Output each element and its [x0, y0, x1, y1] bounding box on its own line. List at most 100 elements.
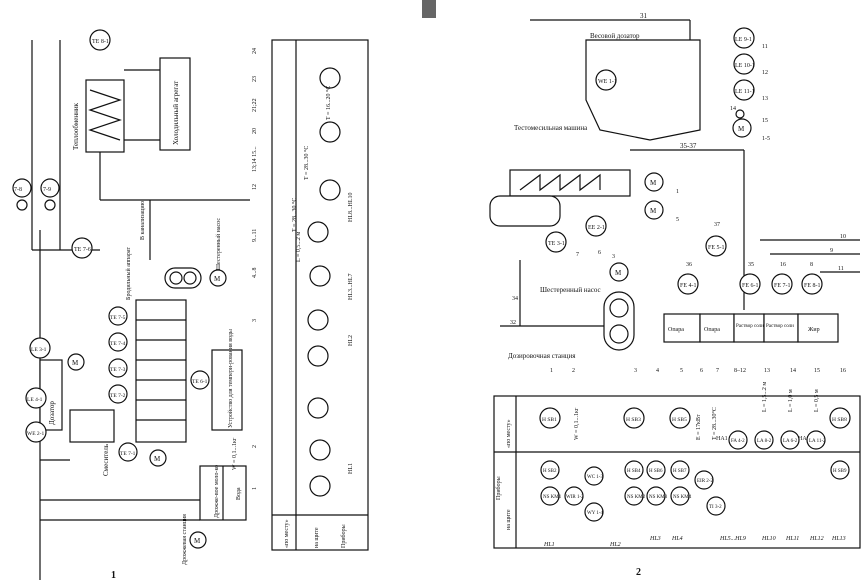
ee-2-1-circle [585, 215, 607, 237]
fe-7-1-label: FE 7-1 [774, 283, 791, 289]
le-11-1-circle [733, 79, 755, 101]
svg-text:9: 9 [830, 248, 833, 254]
kneader-trough [489, 195, 561, 227]
svg-text:15: 15 [762, 118, 768, 124]
fig2-l3-range: L = 0,5 м [814, 389, 820, 412]
kneading-machine-label: Тестомесильная машина [514, 124, 588, 132]
te-7-3-circle [108, 358, 128, 378]
mixer-motor [149, 449, 167, 467]
fig1-instruments-label: Приборы [340, 524, 347, 548]
svg-text:14: 14 [730, 106, 736, 112]
fig2-local-devices: H SB1 H SB3 H SB5 H SB8 [539, 407, 851, 429]
water-label: Вода [236, 487, 242, 500]
te-7-4-label: TE 7-4 [110, 341, 126, 347]
svg-text:HL1: HL1 [543, 542, 555, 548]
to-sewer-label: В канализацию [140, 200, 146, 240]
svg-text:M: M [650, 207, 657, 215]
svg-text:M: M [194, 537, 201, 545]
fig2-l2-range: L = 1,0 м [788, 389, 794, 412]
tempering-label: Устройство для темпери-рования воды [227, 329, 234, 428]
fermentation-apparatus [135, 299, 187, 443]
fig1-local-label: «по месту» [284, 519, 290, 548]
fig2-local-label: «по месту» [506, 419, 512, 448]
te-7-6-label: TE 7-6 [74, 247, 91, 253]
svg-text:8: 8 [810, 262, 813, 268]
svg-text:HL3: HL3 [649, 536, 661, 542]
svg-text:WC 1-3: WC 1-3 [587, 475, 603, 480]
sensor-21 [16, 199, 28, 211]
yeast-station-motor [189, 531, 207, 549]
we-2-1-label: WE 2-1 [27, 431, 45, 437]
tank-fat [797, 313, 839, 343]
svg-text:HL2: HL2 [348, 335, 354, 346]
fig1-w-range: W = 0,1...1кг [232, 437, 238, 470]
svg-text:NS KM3: NS KM3 [649, 495, 668, 500]
weight-dosator-label: Весовой дозатор [590, 32, 640, 40]
te-8-1-circle [89, 29, 111, 51]
fig1-hl-labels: HL8...HL10 HL3...HL7 HL2 HL1 [348, 193, 354, 475]
svg-text:16: 16 [780, 262, 786, 268]
gear-pump-2 [603, 291, 635, 351]
svg-text:M: M [214, 275, 221, 283]
svg-text:4...8: 4...8 [252, 268, 258, 279]
fig1-panel-label: на щите [314, 527, 320, 548]
svg-text:13;14 15...: 13;14 15... [252, 146, 258, 172]
le-9-1-label: LE 9-1 [735, 37, 752, 43]
svg-text:37: 37 [714, 222, 720, 228]
gear-pump [164, 267, 202, 289]
svg-text:1: 1 [550, 368, 553, 374]
svg-text:15: 15 [814, 368, 820, 374]
te-3-1-circle [545, 231, 567, 253]
te-7-2-label: TE 7-2 [110, 393, 126, 399]
svg-text:6: 6 [700, 368, 703, 374]
cooling-unit-label: Холодильный агрегат [172, 81, 180, 145]
flow-35-37: 35-37 [680, 142, 697, 150]
svg-text:HL10: HL10 [761, 536, 776, 542]
pump-motor [209, 269, 227, 287]
ferm-label: Бродильный аппарат [125, 247, 132, 300]
svg-text:H SB9: H SB9 [833, 469, 847, 474]
tag-7-9 [40, 178, 60, 198]
svg-text:7: 7 [716, 368, 719, 374]
svg-text:H SB7: H SB7 [673, 469, 687, 474]
svg-text:HL5...HL9: HL5...HL9 [719, 536, 746, 542]
tank-opara-1 [663, 313, 701, 343]
svg-text:13: 13 [764, 368, 770, 374]
heat-exchanger-coil [88, 89, 122, 141]
fig2-hl-labels: HL1 HL2 HL3 HL4 HL5...HL9 HL10 HL11 HL12… [543, 535, 846, 548]
svg-text:H SB4: H SB4 [627, 469, 641, 474]
scan-artifact [422, 0, 436, 18]
fig2-w-range: W = 0,1...1кг [574, 407, 580, 440]
kneader-motor-2 [644, 200, 664, 220]
fig2-e-range: E = 17кВт [696, 414, 702, 440]
heat-exchanger [85, 79, 125, 153]
le-4-1-circle [25, 387, 47, 409]
te-7-5-label: TE 7-5 [110, 315, 126, 321]
dosator-label: Дозатор [48, 401, 56, 425]
svg-text:M: M [72, 359, 79, 367]
svg-text:HL3...HL7: HL3...HL7 [348, 274, 354, 301]
svg-text:1: 1 [676, 189, 679, 195]
fig2-instruments-label: Приборы [495, 476, 502, 500]
svg-text:LA 8-2: LA 8-2 [757, 439, 772, 444]
ls-1-5 [735, 109, 745, 119]
svg-text:M: M [615, 269, 622, 277]
svg-text:20: 20 [252, 128, 258, 134]
svg-text:HL13: HL13 [831, 536, 846, 542]
heat-exchanger-label: Теплообменник [72, 102, 80, 150]
fe-4-1-circle [677, 273, 699, 295]
svg-text:LA 11-2: LA 11-2 [809, 439, 826, 444]
svg-text:5: 5 [676, 217, 679, 223]
svg-text:7-9: 7-9 [43, 187, 51, 193]
sensor-22 [44, 199, 56, 211]
fe-5-1-label: FE 5-1 [708, 245, 725, 251]
yeast-station-label: Дрожжевая станция [182, 514, 188, 565]
svg-text:M: M [738, 125, 745, 133]
svg-text:12: 12 [252, 184, 258, 190]
svg-text:M: M [154, 455, 161, 463]
fe-8-1-label: FE 8-1 [804, 283, 821, 289]
svg-text:23: 23 [252, 76, 258, 82]
fat-label: Жир [808, 327, 820, 333]
svg-text:WIR 1-2: WIR 1-2 [566, 495, 584, 500]
